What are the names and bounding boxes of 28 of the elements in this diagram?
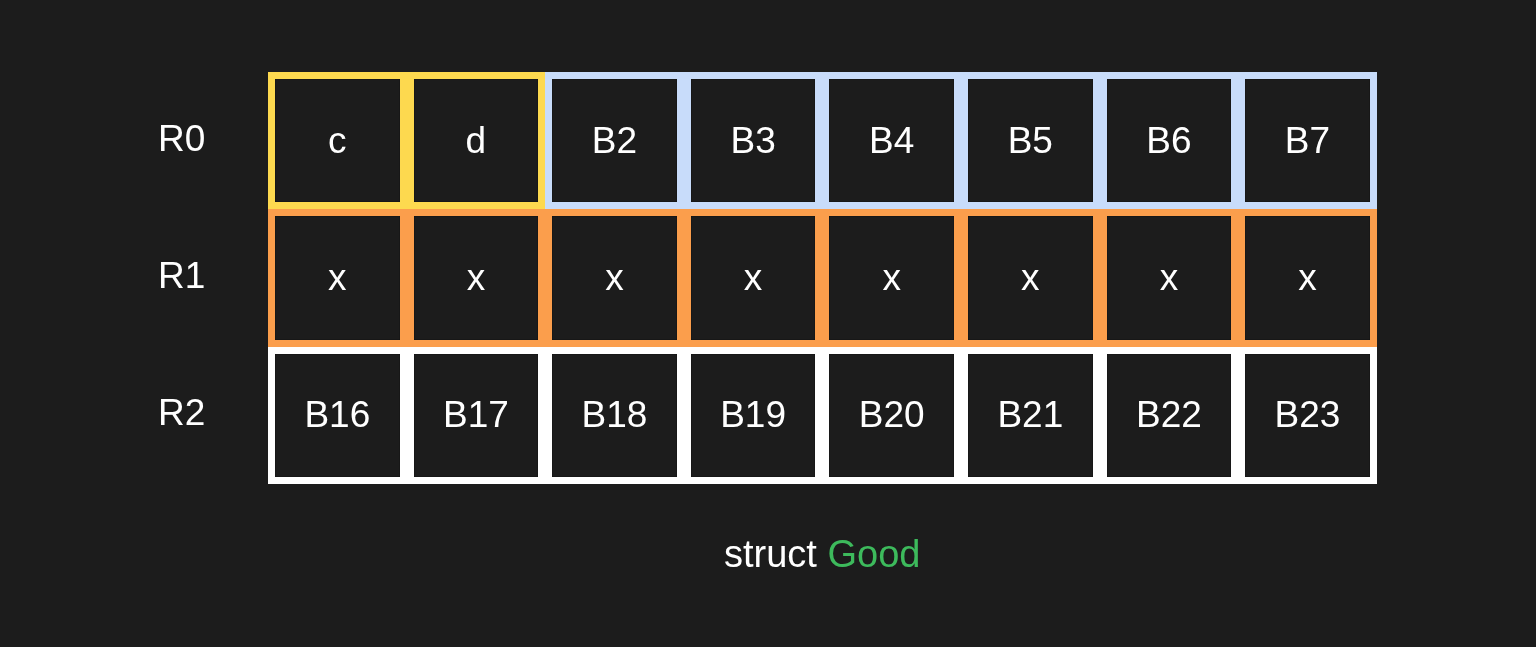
byte-cell: B5 [961, 72, 1100, 210]
byte-cell: c [268, 72, 407, 210]
byte-cell: x [683, 209, 823, 347]
byte-cell: x [1238, 209, 1377, 347]
byte-cell: x [268, 209, 407, 347]
byte-cell: B7 [1238, 72, 1377, 210]
row-label: R1 [158, 253, 206, 298]
byte-cell: B23 [1238, 346, 1377, 484]
byte-cell: d [406, 72, 546, 210]
byte-cell: B21 [961, 346, 1100, 484]
byte-cell: B22 [1099, 346, 1239, 484]
byte-cell: x [406, 209, 546, 347]
row-label: R2 [158, 391, 206, 436]
byte-cell: x [1099, 209, 1239, 347]
row-label: R0 [158, 116, 206, 161]
byte-cell: B20 [822, 346, 961, 484]
byte-cell: B16 [268, 346, 407, 484]
byte-cell: x [961, 209, 1100, 347]
byte-cell: B18 [545, 346, 684, 484]
byte-cell: x [545, 209, 684, 347]
caption: struct Good [724, 532, 921, 577]
byte-cell: B6 [1099, 72, 1239, 210]
byte-cell: B2 [545, 72, 684, 210]
byte-cell: B4 [822, 72, 961, 210]
byte-cell: B19 [683, 346, 823, 484]
byte-cell: B3 [683, 72, 823, 210]
byte-cell: B17 [406, 346, 546, 484]
byte-cell: x [822, 209, 961, 347]
